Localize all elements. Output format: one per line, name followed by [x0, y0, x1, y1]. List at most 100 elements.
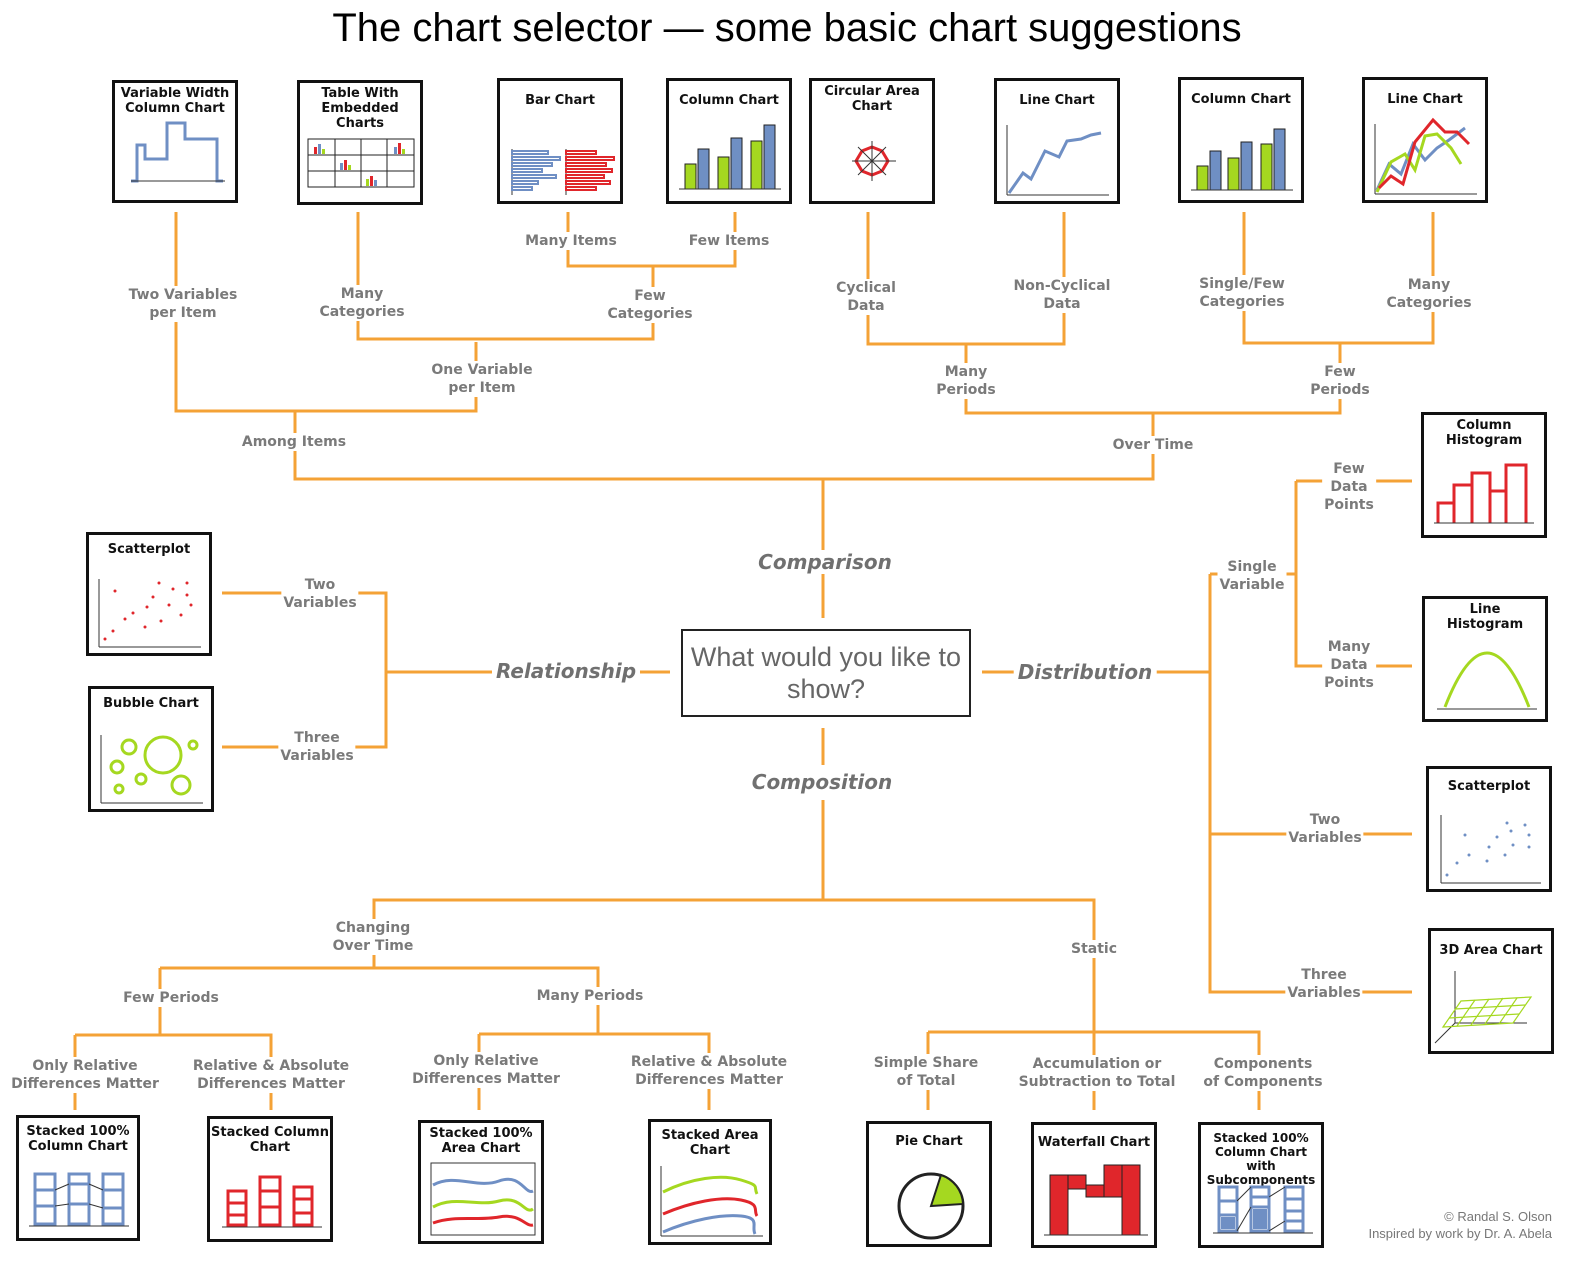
bubble-chart-icon [100, 735, 203, 804]
waterfall-chart-icon [1044, 1164, 1148, 1236]
chart-line-b: Line Chart [1362, 77, 1488, 203]
label-static: Static [1068, 940, 1120, 958]
chart-title: Pie Chart [895, 1134, 963, 1149]
category-distribution: Distribution [1013, 660, 1157, 684]
chart-bar: Bar Chart [497, 78, 623, 204]
stacked-area-icon [660, 1166, 763, 1237]
label-many-items: Many Items [523, 232, 619, 250]
table-embedded-icon [307, 138, 415, 188]
chart-title: Column Chart [679, 93, 779, 108]
label-among-items: Among Items [239, 433, 349, 451]
chart-title: Bubble Chart [103, 696, 199, 711]
chart-title: Waterfall Chart [1037, 1135, 1151, 1150]
chart-title: Stacked 100%Column Chart [26, 1124, 130, 1154]
chart-title: Bar Chart [525, 93, 595, 108]
center-question-box: What would you like to show? [681, 629, 971, 717]
center-question-text: What would you like to show? [690, 642, 962, 704]
line-chart-icon [1006, 125, 1109, 196]
credit-text: © Randal S. Olson Inspired by work by Dr… [1368, 1208, 1552, 1242]
chart-title: Column Chart [1191, 92, 1291, 107]
multi-line-chart-icon [1374, 117, 1477, 195]
chart-bubble: Bubble Chart [88, 686, 214, 812]
circular-area-icon [852, 141, 896, 181]
label-few-items: Few Items [686, 232, 772, 250]
category-comparison: Comparison [754, 550, 896, 574]
stacked-column-icon [222, 1175, 322, 1228]
chart-scatterplot-relationship: Scatterplot [86, 532, 212, 656]
chart-3d-area: 3D Area Chart [1428, 928, 1554, 1054]
chart-title: Stacked 100%Area Chart [429, 1126, 533, 1156]
variable-width-column-icon [131, 121, 225, 183]
chart-scatterplot-distribution: Scatterplot [1426, 766, 1552, 892]
chart-line-a: Line Chart [994, 78, 1120, 204]
chart-title: 3D Area Chart [1439, 943, 1543, 958]
category-relationship: Relationship [491, 659, 641, 683]
line-histogram-icon [1437, 651, 1537, 710]
page-title: The chart selector — some basic chart su… [332, 6, 1242, 50]
scatterplot-icon [98, 579, 201, 648]
chart-stacked-100-area: Stacked 100%Area Chart [418, 1120, 544, 1244]
chart-pie: Pie Chart [866, 1121, 992, 1247]
label-over-time: Over Time [1110, 436, 1196, 454]
chart-title: Line Chart [1387, 92, 1463, 107]
stacked-100-subcomponents-icon [1213, 1185, 1313, 1234]
bar-chart-icon [511, 149, 615, 195]
category-composition: Composition [747, 770, 897, 794]
pie-chart-icon [897, 1172, 965, 1240]
scatterplot-icon [1440, 815, 1541, 884]
chart-waterfall: Waterfall Chart [1031, 1122, 1157, 1248]
column-chart-icon [679, 124, 781, 190]
chart-stacked-100-column: Stacked 100%Column Chart [16, 1115, 140, 1241]
credit-author: © Randal S. Olson [1444, 1209, 1552, 1224]
label-few-periods-composition: Few Periods [121, 989, 221, 1007]
credit-inspiration: Inspired by work by Dr. A. Abela [1368, 1226, 1552, 1241]
chart-column-b: Column Chart [1178, 77, 1304, 203]
chart-title: Scatterplot [107, 542, 191, 557]
stacked-100-area-icon [430, 1162, 536, 1236]
label-many-periods-composition: Many Periods [534, 987, 646, 1005]
stacked-100-column-icon [29, 1172, 129, 1227]
column-chart-icon [1191, 128, 1293, 191]
area-3d-icon [1434, 971, 1533, 1044]
chart-column-a: Column Chart [666, 78, 792, 204]
chart-title: Line Chart [1019, 93, 1095, 108]
chart-title: Scatterplot [1447, 779, 1531, 794]
